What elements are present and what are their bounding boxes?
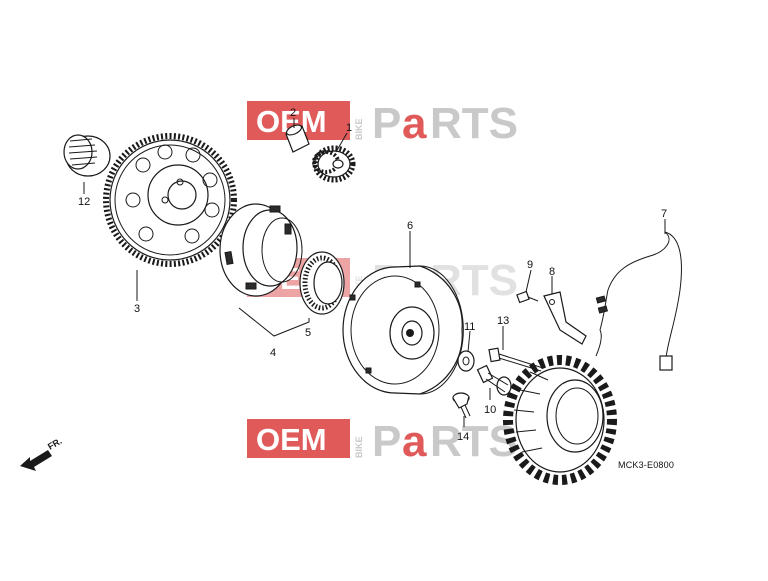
starter-clutch-outer-part <box>219 203 303 297</box>
callout-9: 9 <box>527 259 533 271</box>
callout-7: 7 <box>661 208 667 220</box>
diagram-code-label: MCK3-E0800 <box>618 460 674 470</box>
callout-11: 11 <box>464 321 475 333</box>
shaft-pin-part <box>285 124 310 153</box>
needle-bearing-part <box>63 134 111 177</box>
svg-text:a: a <box>402 417 427 466</box>
svg-text:RTS: RTS <box>430 99 518 148</box>
callout-6: 6 <box>407 220 413 232</box>
svg-text:BIKE: BIKE <box>354 118 364 140</box>
watermark-bottom: OEM BIKE P a RTS <box>247 417 518 466</box>
svg-text:BIKE: BIKE <box>354 436 364 458</box>
one-way-clutch-part <box>299 251 345 315</box>
callout-5: 5 <box>305 327 311 339</box>
small-bolt-part <box>516 290 539 304</box>
front-direction-marker: FR. <box>20 436 64 471</box>
flywheel-part <box>342 265 464 395</box>
svg-text:P: P <box>372 99 401 148</box>
flange-bolt-part <box>476 364 512 396</box>
callout-4: 4 <box>270 347 276 359</box>
svg-text:RTS: RTS <box>430 417 518 466</box>
starter-driven-gear-part <box>103 133 237 267</box>
callout-14: 14 <box>457 431 469 443</box>
svg-text:P: P <box>372 417 401 466</box>
idle-gear-part <box>312 145 356 183</box>
svg-text:OEM: OEM <box>256 422 327 457</box>
washer-part <box>457 350 475 372</box>
callout-3: 3 <box>134 303 140 315</box>
svg-text:FR.: FR. <box>46 436 64 452</box>
leader-lines <box>83 118 666 427</box>
callout-13: 13 <box>497 315 509 327</box>
callout-1: 1 <box>346 122 352 134</box>
watermark-top: OEM BIKE P a RTS <box>247 99 518 148</box>
callout-12: 12 <box>78 196 90 208</box>
svg-text:a: a <box>402 99 427 148</box>
socket-bolt-part <box>452 392 471 419</box>
stator-part <box>503 355 617 485</box>
callout-8: 8 <box>549 266 555 278</box>
callout-10: 10 <box>484 404 496 416</box>
wire-harness-part <box>595 231 682 371</box>
callout-2: 2 <box>290 107 296 119</box>
wire-clamp-part <box>543 291 587 345</box>
